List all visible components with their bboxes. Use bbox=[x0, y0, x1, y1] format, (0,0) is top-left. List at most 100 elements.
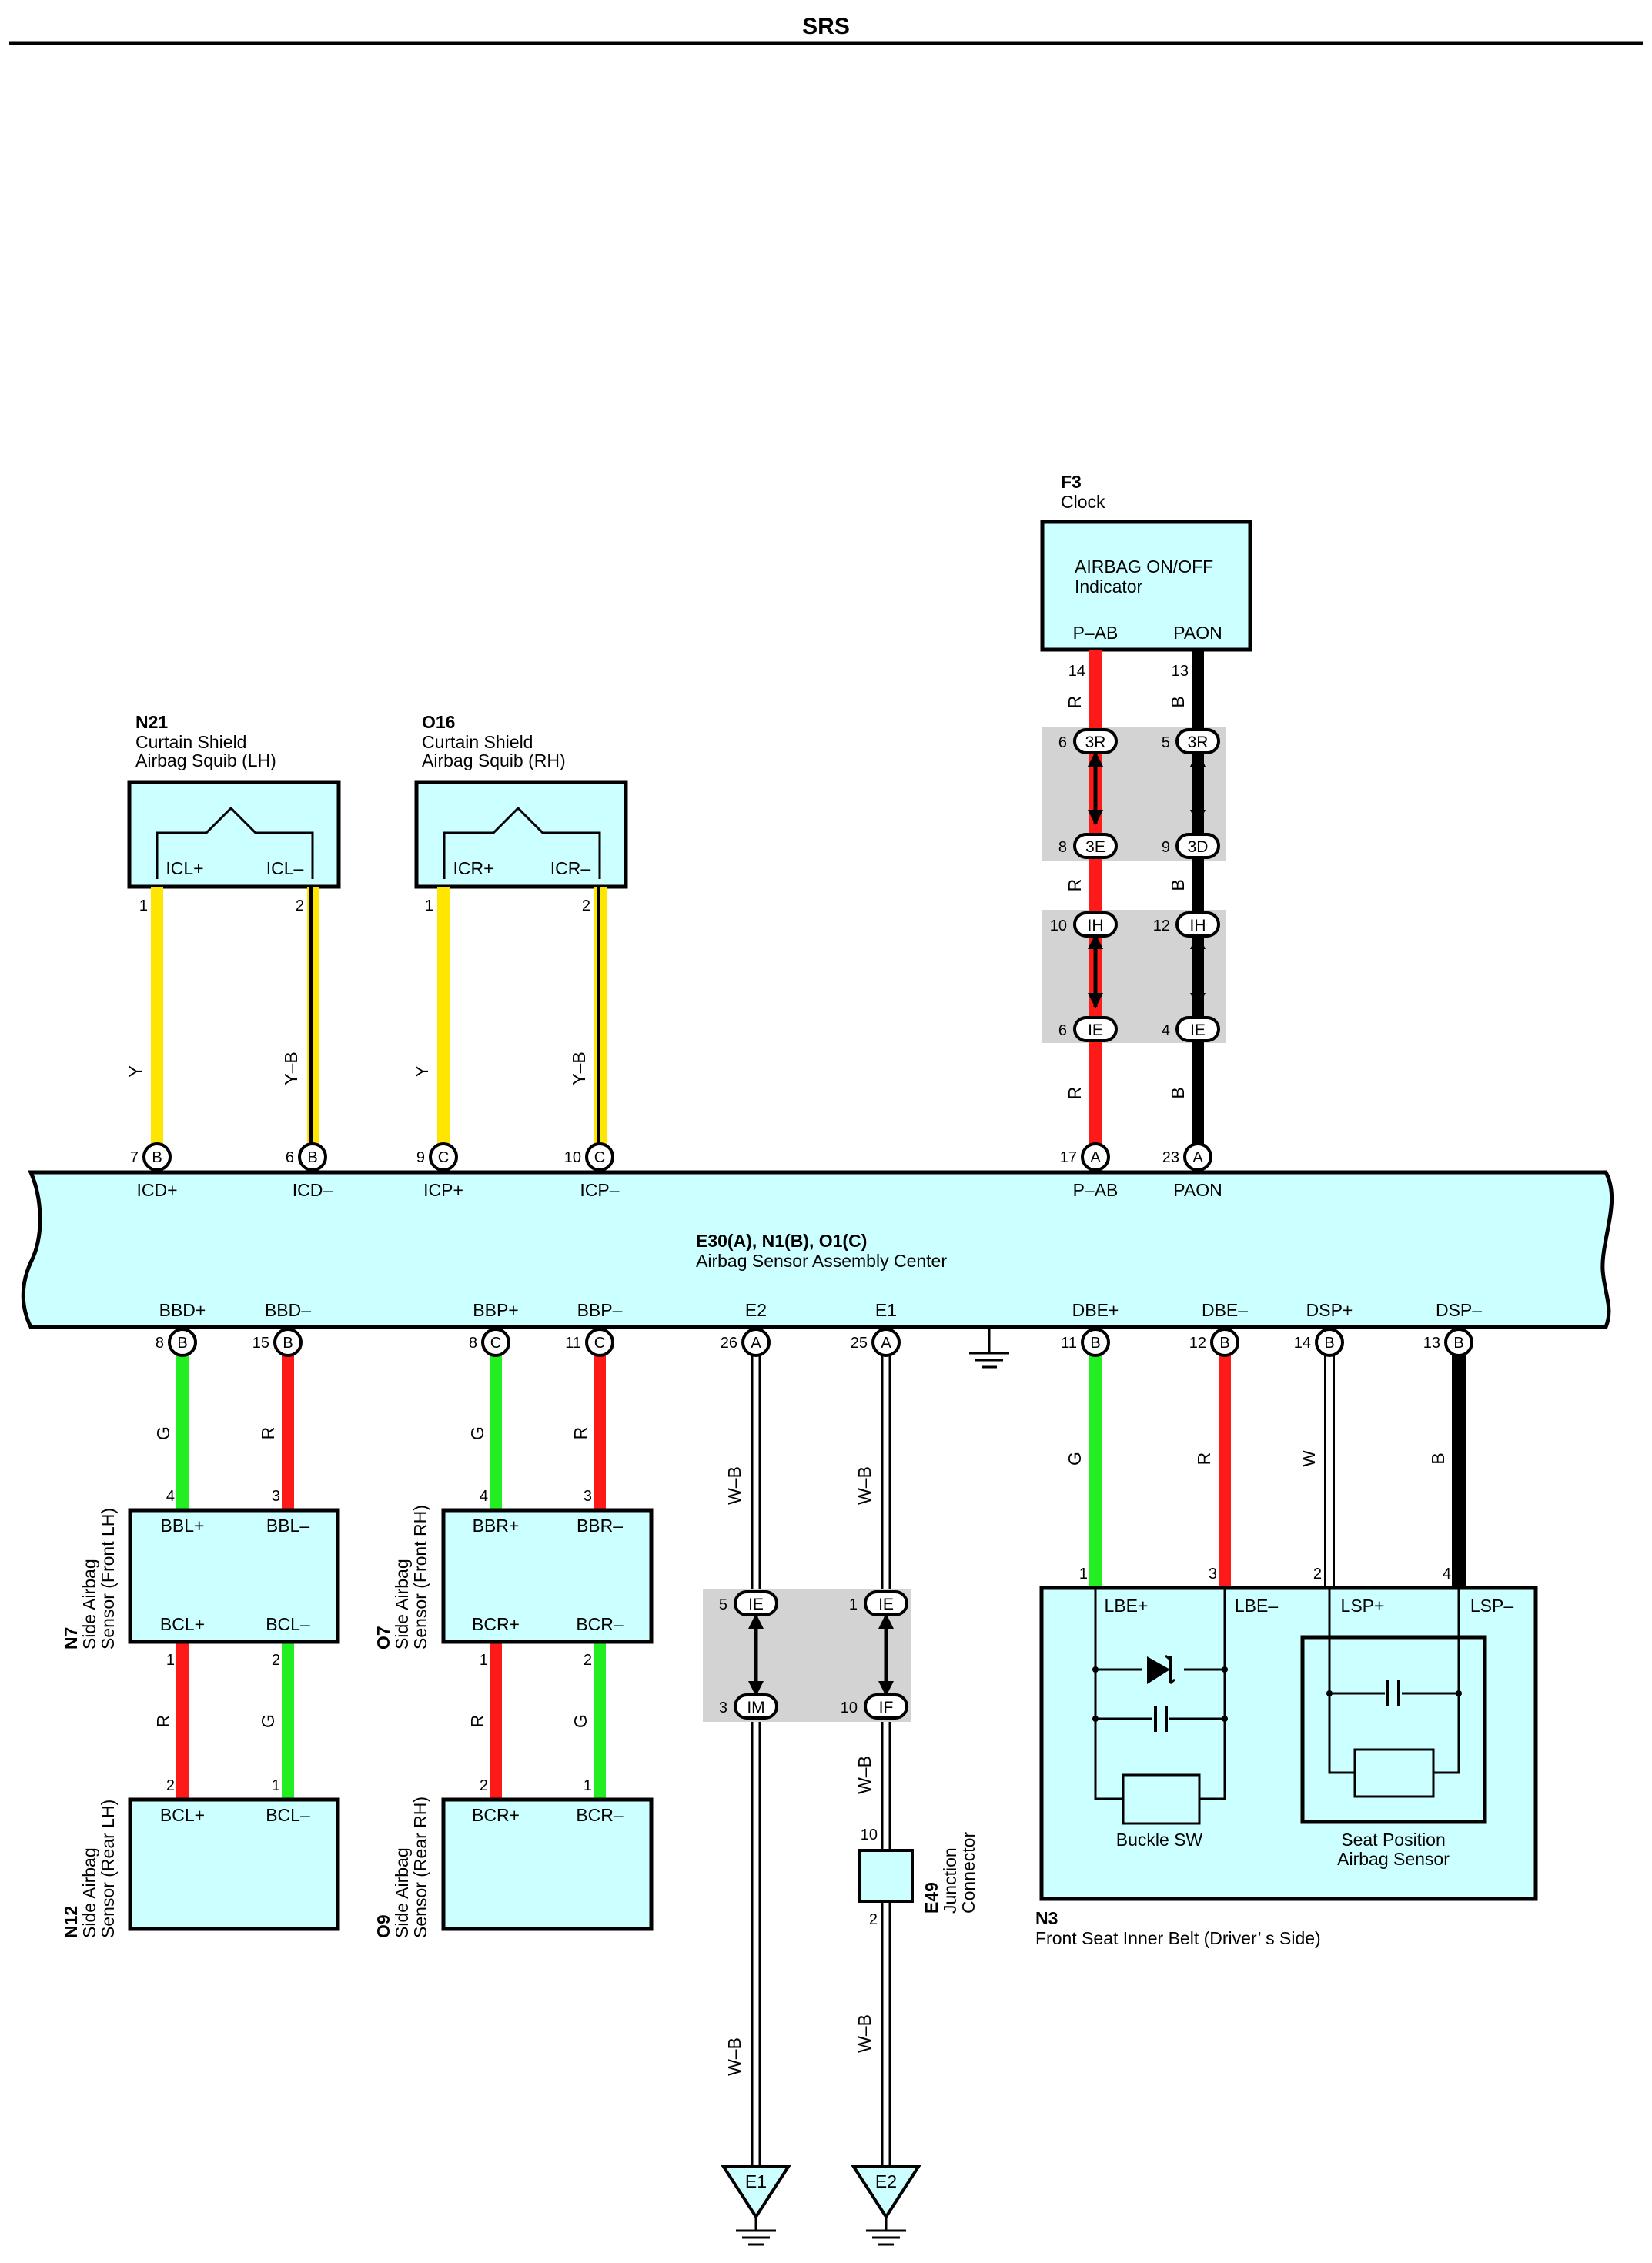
splice-connector-3r-left: 3R 6 bbox=[1058, 728, 1118, 754]
svg-text:G: G bbox=[570, 1714, 590, 1728]
svg-text:C: C bbox=[438, 1149, 449, 1166]
svg-text:P–AB: P–AB bbox=[1073, 1180, 1119, 1200]
ground-e2-icon: E2 bbox=[851, 2165, 921, 2246]
svg-text:1: 1 bbox=[272, 1777, 280, 1794]
svg-text:R: R bbox=[258, 1427, 278, 1440]
n21-pin-plus: ICL+ bbox=[166, 858, 203, 878]
diode-icon bbox=[1147, 1656, 1170, 1684]
clock-box bbox=[1040, 520, 1252, 652]
svg-text:5: 5 bbox=[719, 1596, 727, 1613]
svg-text:4: 4 bbox=[480, 1488, 488, 1505]
svg-text:A: A bbox=[881, 1335, 891, 1352]
svg-text:9: 9 bbox=[1162, 839, 1170, 856]
seat-sensor-element-icon bbox=[1353, 1748, 1435, 1798]
clock-num-pab: 14 bbox=[1068, 663, 1085, 680]
svg-text:N3: N3 bbox=[1035, 1908, 1058, 1928]
svg-text:R: R bbox=[467, 1715, 487, 1728]
svg-text:11: 11 bbox=[1061, 1335, 1077, 1352]
svg-text:3E: 3E bbox=[1085, 838, 1105, 856]
splice-connector-ie-left: IE 6 bbox=[1058, 1016, 1118, 1042]
svg-text:1: 1 bbox=[849, 1596, 858, 1613]
ecu-bottom-pin-10: B 13 bbox=[1423, 1328, 1473, 1357]
n21-pin-minus: ICL– bbox=[266, 858, 304, 878]
svg-text:W–B: W–B bbox=[724, 2037, 744, 2076]
svg-text:10: 10 bbox=[841, 1700, 858, 1716]
page-title: SRS bbox=[802, 14, 850, 39]
wire-label-b-3: B bbox=[1168, 1087, 1188, 1098]
svg-text:N7: N7 bbox=[61, 1627, 81, 1650]
svg-text:C: C bbox=[490, 1335, 501, 1352]
splice-connector-3e: 3E 8 bbox=[1058, 833, 1118, 859]
wire-label-yb-2: Y–B bbox=[569, 1051, 589, 1085]
svg-text:10: 10 bbox=[861, 1827, 878, 1843]
svg-text:3D: 3D bbox=[1188, 838, 1209, 856]
svg-text:O9: O9 bbox=[373, 1914, 393, 1938]
svg-text:W–B: W–B bbox=[724, 1466, 744, 1505]
svg-text:9: 9 bbox=[416, 1149, 425, 1166]
svg-text:ICP+: ICP+ bbox=[423, 1180, 463, 1200]
svg-text:10: 10 bbox=[1050, 918, 1067, 934]
svg-text:IH: IH bbox=[1088, 917, 1104, 934]
svg-text:G: G bbox=[258, 1714, 278, 1728]
ecu-bottom-pin-4: C 11 bbox=[565, 1328, 614, 1357]
svg-text:Sensor (Rear RH): Sensor (Rear RH) bbox=[410, 1797, 430, 1938]
svg-text:IE: IE bbox=[1088, 1021, 1103, 1039]
svg-text:Sensor (Rear LH): Sensor (Rear LH) bbox=[98, 1800, 118, 1938]
ecu-bottom-pin-3: C 8 bbox=[469, 1328, 510, 1357]
svg-text:B: B bbox=[283, 1335, 293, 1352]
svg-text:5: 5 bbox=[1162, 734, 1170, 751]
svg-text:E2: E2 bbox=[875, 2171, 897, 2191]
svg-text:6: 6 bbox=[286, 1149, 294, 1166]
n21-component: N21 Curtain Shield Airbag Squib (LH) ICL… bbox=[127, 712, 341, 914]
svg-text:6: 6 bbox=[1058, 1022, 1067, 1039]
splice-connector-im: IM 3 bbox=[719, 1693, 778, 1720]
svg-text:Seat Position: Seat Position bbox=[1341, 1830, 1446, 1850]
svg-text:Connector: Connector bbox=[958, 1832, 978, 1914]
ecu-bottom-pin-8: B 12 bbox=[1189, 1328, 1239, 1357]
svg-text:3R: 3R bbox=[1188, 734, 1209, 751]
buckle-switch-icon bbox=[1122, 1773, 1201, 1825]
clock-indicator-line2: Indicator bbox=[1075, 577, 1143, 597]
o16-pin-plus: ICR+ bbox=[453, 858, 493, 878]
svg-text:Buckle SW: Buckle SW bbox=[1116, 1830, 1203, 1850]
svg-text:DBE+: DBE+ bbox=[1072, 1300, 1119, 1320]
svg-text:4: 4 bbox=[1162, 1022, 1170, 1039]
svg-text:IF: IF bbox=[879, 1699, 894, 1716]
o16-line1: Curtain Shield bbox=[422, 732, 533, 752]
svg-text:O7: O7 bbox=[373, 1626, 393, 1650]
svg-text:IH: IH bbox=[1190, 917, 1206, 934]
svg-text:R: R bbox=[570, 1427, 590, 1440]
svg-text:E1: E1 bbox=[875, 1300, 897, 1320]
svg-text:BCR+: BCR+ bbox=[472, 1805, 520, 1825]
svg-text:BBL–: BBL– bbox=[266, 1516, 309, 1536]
svg-text:BCL–: BCL– bbox=[266, 1805, 310, 1825]
svg-text:LSP+: LSP+ bbox=[1341, 1596, 1385, 1616]
ecu-top-pin-4: C 10 ICP– bbox=[564, 1142, 620, 1200]
o16-code: O16 bbox=[422, 712, 455, 732]
svg-text:BCL+: BCL+ bbox=[160, 1614, 205, 1634]
svg-text:A: A bbox=[1192, 1149, 1203, 1166]
svg-text:Sensor (Front LH): Sensor (Front LH) bbox=[98, 1508, 118, 1650]
o7-component: BBR+ BBR– BCR+ BCR– 4 3 1 2 O7 Side Airb… bbox=[373, 1488, 654, 1669]
svg-text:LBE–: LBE– bbox=[1235, 1596, 1278, 1616]
svg-text:IE: IE bbox=[748, 1596, 764, 1613]
svg-text:R: R bbox=[153, 1715, 173, 1728]
seat-position-sensor-box bbox=[1300, 1635, 1487, 1824]
clock-pin-paon: PAON bbox=[1173, 623, 1222, 643]
ecu-top-pin-6: A 23 PAON bbox=[1162, 1142, 1222, 1200]
svg-text:3R: 3R bbox=[1085, 734, 1106, 751]
clock-component: F3 Clock AIRBAG ON/OFF Indicator P–AB PA… bbox=[1040, 472, 1252, 680]
svg-text:1: 1 bbox=[425, 898, 433, 914]
svg-text:8: 8 bbox=[156, 1335, 164, 1352]
svg-text:C: C bbox=[594, 1335, 605, 1352]
svg-text:3: 3 bbox=[719, 1700, 727, 1716]
svg-text:R: R bbox=[1194, 1452, 1214, 1466]
ecu-bottom-pin-5: A 26 bbox=[721, 1328, 771, 1357]
svg-text:BBP–: BBP– bbox=[577, 1300, 623, 1320]
n21-code: N21 bbox=[135, 712, 168, 732]
svg-text:3: 3 bbox=[1209, 1566, 1217, 1583]
clock-num-paon: 13 bbox=[1172, 663, 1189, 680]
clock-name: Clock bbox=[1061, 492, 1105, 512]
o9-component: BCR+ BCR– 2 1 O9 Side Airbag Sensor (Rea… bbox=[373, 1777, 654, 1938]
svg-text:BCL–: BCL– bbox=[266, 1614, 310, 1634]
